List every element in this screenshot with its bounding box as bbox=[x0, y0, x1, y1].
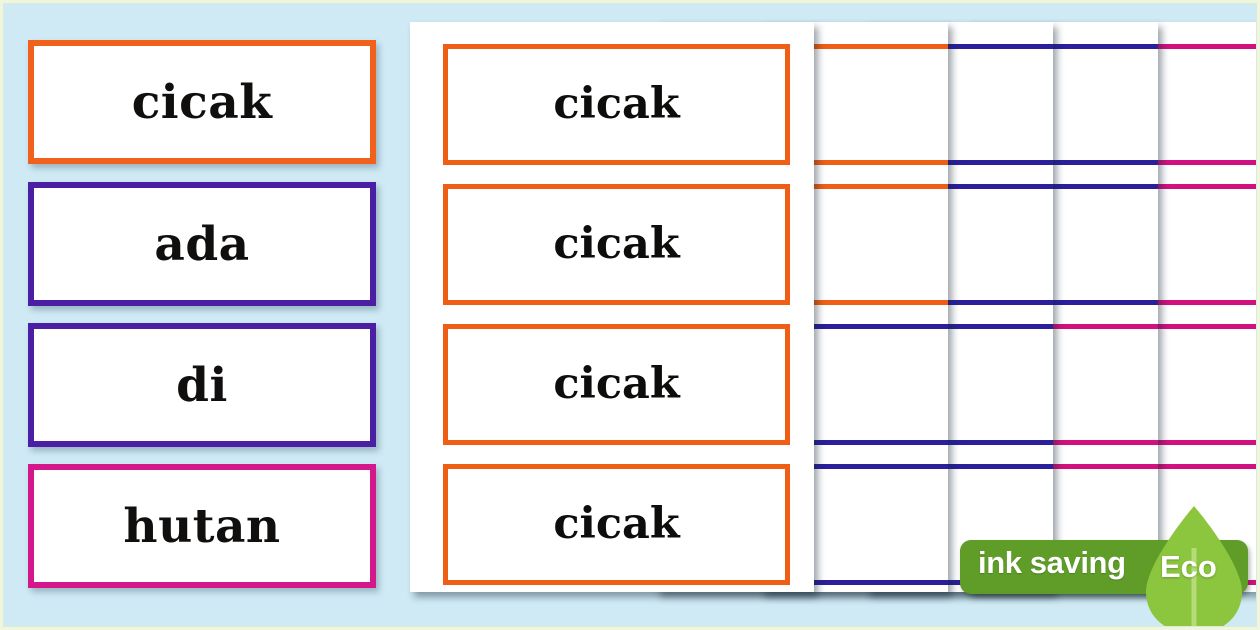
word-card-hutan[interactable]: hutan bbox=[28, 464, 376, 588]
card-inner-border bbox=[451, 472, 782, 577]
sheet-card-label: cicak bbox=[553, 359, 680, 409]
eco-label: Eco bbox=[1160, 549, 1217, 584]
sheet-card-label: cicak bbox=[553, 79, 680, 129]
sheet-card: cicak bbox=[443, 44, 790, 165]
word-card-label: di bbox=[176, 357, 228, 413]
card-inner-border bbox=[451, 192, 782, 297]
stacked-page-1-front[interactable]: cicak cicak cicak cicak bbox=[410, 22, 814, 592]
word-card-preview-panel: cicak ada di hutan bbox=[0, 0, 398, 630]
ink-saving-label: ink saving bbox=[978, 545, 1126, 580]
word-card-di[interactable]: di bbox=[28, 323, 376, 447]
printable-page-stack: cicak cicak cicak cicak bbox=[398, 0, 1260, 630]
word-card-label: cicak bbox=[131, 74, 273, 130]
card-inner-border bbox=[451, 52, 782, 157]
word-card-ada[interactable]: ada bbox=[28, 182, 376, 306]
word-card-cicak[interactable]: cicak bbox=[28, 40, 376, 164]
leaf-icon bbox=[1142, 504, 1246, 630]
sheet-card: cicak bbox=[443, 464, 790, 585]
word-card-label: ada bbox=[154, 216, 250, 272]
sheet-card-label: cicak bbox=[553, 499, 680, 549]
ink-saving-eco-badge: ink saving Eco bbox=[960, 506, 1260, 630]
sheet-card: cicak bbox=[443, 324, 790, 445]
word-card-label: hutan bbox=[123, 498, 281, 554]
card-inner-border bbox=[451, 332, 782, 437]
sheet-card: cicak bbox=[443, 184, 790, 305]
sheet-card-label: cicak bbox=[553, 219, 680, 269]
